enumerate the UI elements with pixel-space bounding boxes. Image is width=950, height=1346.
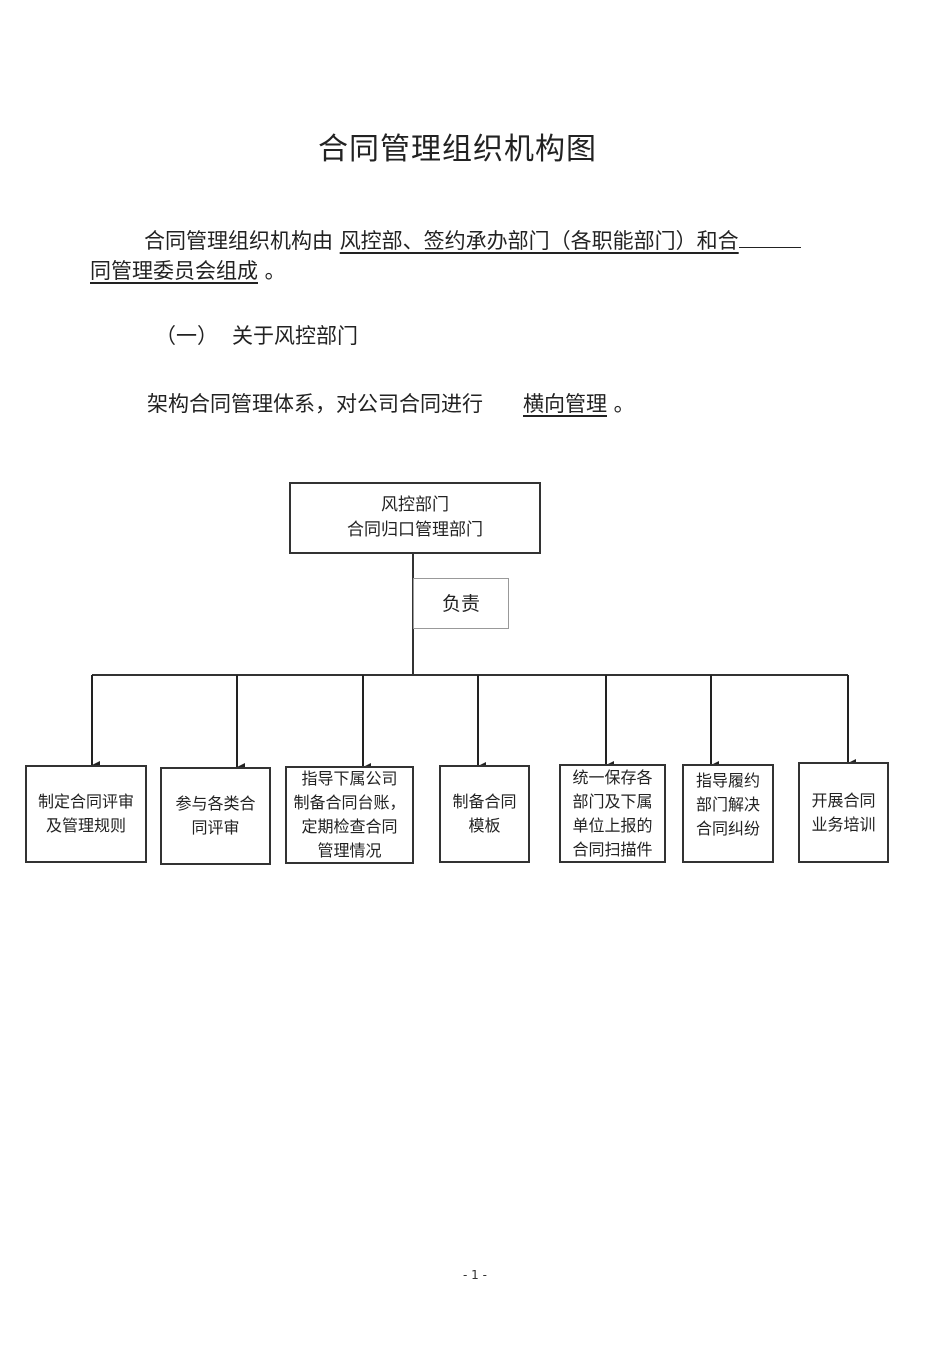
intro-underlined-2: 同管理委员会组成: [90, 259, 258, 283]
child-2-line-1: 参与各类合: [175, 794, 256, 813]
statement-line: 架构合同管理体系，对公司合同进行 横向管理 。: [147, 388, 635, 418]
child-6-line-1: 指导履约: [695, 771, 760, 790]
child-1-line-2: 及管理规则: [45, 816, 126, 835]
child-node-5: 统一保存各部门及下属单位上报的合同扫描件: [559, 764, 666, 863]
page-title: 合同管理组织机构图: [318, 132, 597, 167]
section-heading: （一） 关于风控部门: [155, 320, 358, 350]
underline-blank: [738, 231, 801, 248]
page-number: - 1 -: [463, 1268, 487, 1282]
intro-line-2: 同管理委员会组成 。: [90, 256, 860, 286]
child-4-line-2: 模板: [468, 816, 501, 835]
root-node: 风控部门 合同归口管理部门: [289, 482, 541, 554]
statement-underlined: 横向管理: [523, 392, 607, 416]
child-5-line-1: 统一保存各: [572, 768, 653, 787]
relation-label: 负责: [413, 578, 509, 629]
child-1-line-1: 制定合同评审: [37, 792, 134, 811]
intro-paragraph: 合同管理组织机构由 风控部、签约承办部门（各职能部门）和合 同管理委员会组成 。: [90, 226, 860, 286]
child-5-line-4: 合同扫描件: [572, 840, 653, 859]
child-5-line-2: 部门及下属: [572, 792, 653, 811]
child-node-2-text: 参与各类合同评审: [175, 792, 255, 840]
child-node-1: 制定合同评审及管理规则: [25, 765, 147, 863]
child-node-6: 指导履约部门解决合同纠纷: [682, 764, 774, 863]
child-4-line-1: 制备合同: [452, 792, 517, 811]
child-6-line-3: 合同纠纷: [695, 819, 760, 838]
relation-label-text: 负责: [441, 592, 480, 615]
child-node-7-text: 开展合同业务培训: [811, 789, 875, 837]
statement-prefix: 架构合同管理体系，对公司合同进行: [147, 392, 483, 416]
child-3-line-1: 指导下属公司: [301, 769, 398, 788]
child-node-6-text: 指导履约部门解决合同纠纷: [696, 769, 760, 841]
child-node-4-text: 制备合同模板: [452, 790, 516, 838]
child-2-line-2: 同评审: [191, 818, 240, 837]
child-node-5-text: 统一保存各部门及下属单位上报的合同扫描件: [572, 766, 653, 861]
child-5-line-3: 单位上报的: [572, 816, 653, 835]
child-node-3: 指导下属公司制备合同台账， 定期检查合同管理情况: [285, 766, 414, 864]
child-node-2: 参与各类合同评审: [160, 767, 271, 865]
child-node-7: 开展合同业务培训: [798, 762, 889, 863]
child-6-line-2: 部门解决: [695, 795, 760, 814]
section-number: （一）: [155, 324, 218, 348]
intro-line-1: 合同管理组织机构由 风控部、签约承办部门（各职能部门）和合: [90, 226, 860, 256]
child-3-line-4: 管理情况: [317, 841, 382, 860]
child-3-line-2: 制备合同台账，: [293, 793, 406, 812]
statement-suffix: 。: [607, 392, 635, 416]
intro-prefix: 合同管理组织机构由: [144, 229, 340, 253]
root-node-line-2: 合同归口管理部门: [347, 520, 483, 540]
child-7-line-1: 开展合同: [811, 790, 876, 810]
intro-suffix: 。: [258, 259, 286, 283]
child-3-line-3: 定期检查合同: [301, 817, 398, 836]
root-node-line-1: 风控部门: [381, 495, 449, 515]
child-node-4: 制备合同模板: [439, 765, 530, 863]
child-node-3-text: 指导下属公司制备合同台账， 定期检查合同管理情况: [293, 768, 406, 862]
child-node-1-text: 制定合同评审及管理规则: [38, 790, 134, 838]
section-label: 关于风控部门: [232, 324, 358, 348]
child-7-line-2: 业务培训: [811, 814, 876, 834]
intro-underlined-1: 风控部、签约承办部门（各职能部门）和合: [339, 229, 739, 253]
